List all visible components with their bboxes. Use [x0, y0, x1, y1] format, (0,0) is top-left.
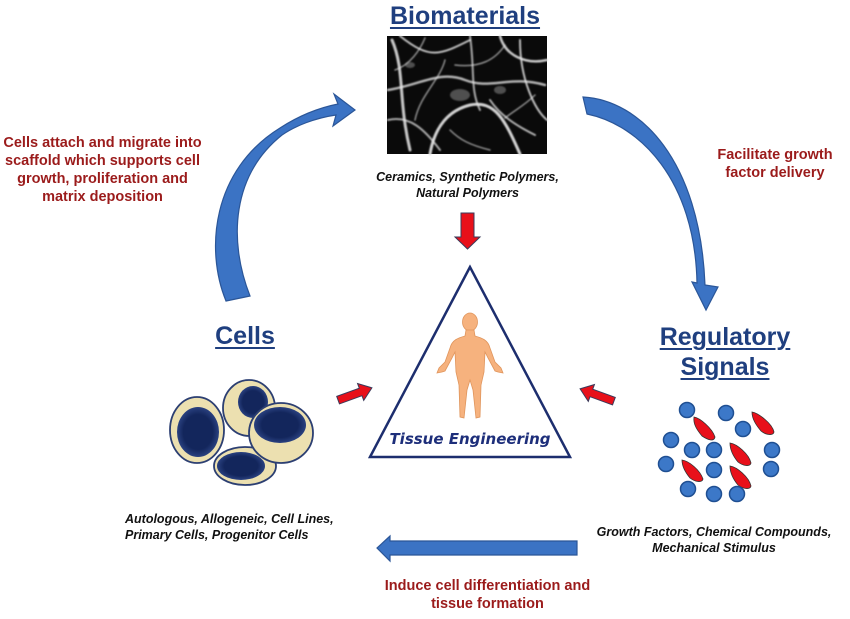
curved-arrow-cells-to-biomaterials — [214, 92, 357, 302]
red-arrow-from-cells — [336, 382, 373, 405]
molecule — [762, 460, 780, 478]
growth-factor-molecule — [729, 465, 752, 489]
straight-arrow-signals-to-cells — [376, 534, 578, 563]
signal-molecules-illustration — [657, 401, 781, 503]
molecule — [679, 480, 697, 498]
molecule — [734, 420, 752, 438]
heading-regulatory-signals: Regulatory Signals — [640, 322, 810, 382]
growth-factor-molecule — [729, 442, 752, 466]
curved-arrow-biomaterials-to-signals — [582, 96, 719, 312]
relation-cells-to-biomaterials: Cells attach and migrate into scaffold w… — [3, 135, 202, 205]
growth-factor-molecule — [681, 459, 704, 482]
heading-signals-line1: Regulatory — [659, 323, 791, 351]
human-figure-icon — [436, 312, 504, 419]
molecule — [717, 404, 735, 422]
molecule — [705, 441, 723, 459]
cell — [169, 396, 225, 464]
biomaterials-examples: Ceramics, Synthetic Polymers, Natural Po… — [376, 170, 559, 200]
center-label: Tissue Engineering — [389, 430, 550, 448]
relation-signals-to-cells: Induce cell differentiation and tissue f… — [384, 578, 591, 612]
cell — [248, 402, 314, 464]
heading-signals-line2: Signals — [680, 353, 770, 381]
heading-cells: Cells — [215, 322, 275, 350]
molecule — [678, 401, 696, 419]
signals-examples: Growth Factors, Chemical Compounds, Mech… — [596, 525, 832, 555]
cells-examples: Autologous, Allogeneic, Cell Lines, Prim… — [125, 512, 334, 542]
molecule — [705, 485, 723, 503]
molecule — [763, 441, 781, 459]
molecule — [662, 431, 680, 449]
molecule — [705, 461, 723, 479]
heading-biomaterials: Biomaterials — [389, 2, 541, 30]
growth-factor-molecule — [693, 416, 716, 441]
red-arrow-down — [453, 212, 482, 250]
growth-factor-molecule — [751, 411, 775, 435]
molecule — [683, 441, 701, 459]
relation-biomaterials-to-signals: Facilitate growth factor delivery — [717, 147, 833, 181]
molecule — [657, 455, 675, 473]
scaffold-micrograph — [386, 34, 549, 156]
cells-illustration — [169, 379, 314, 486]
molecule — [728, 485, 746, 503]
red-arrow-from-signals — [579, 383, 616, 406]
